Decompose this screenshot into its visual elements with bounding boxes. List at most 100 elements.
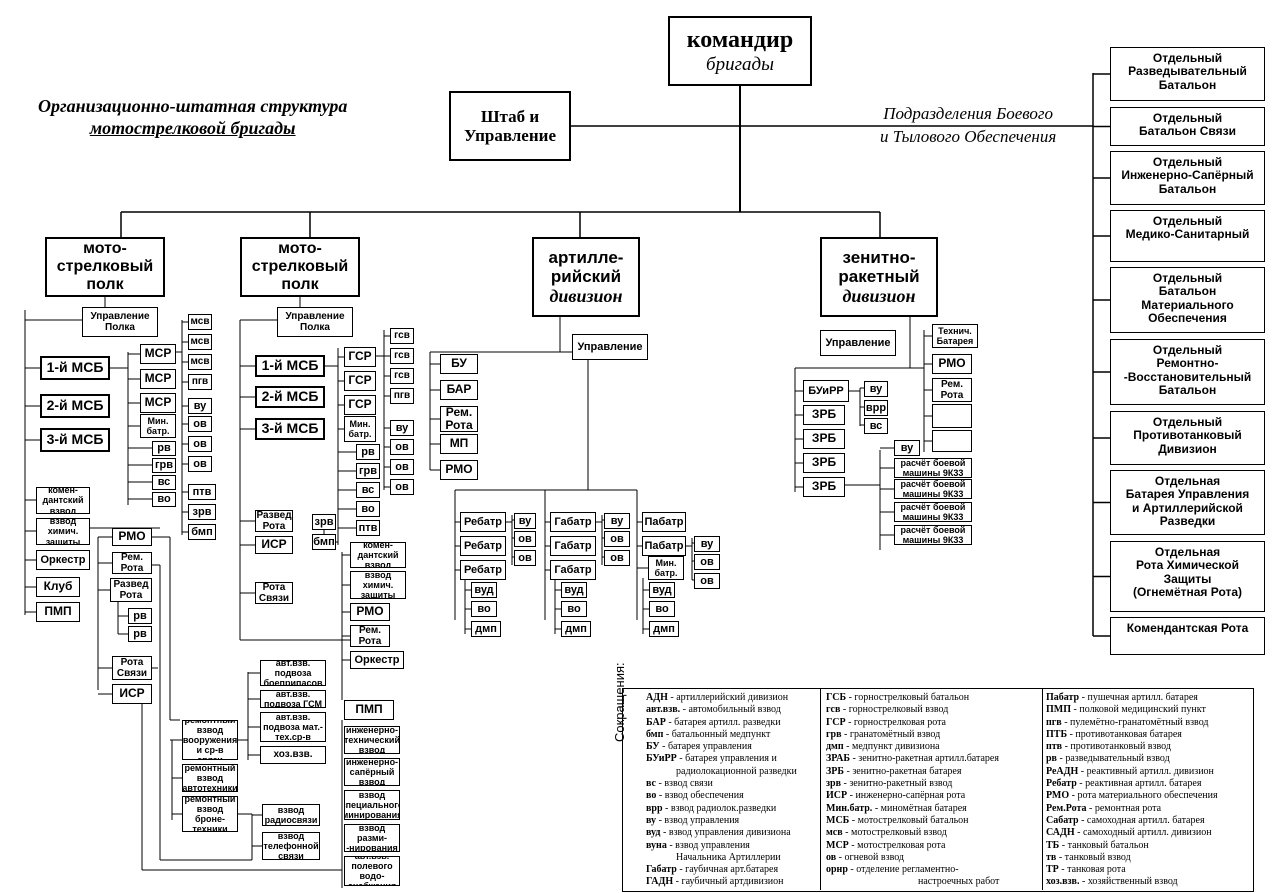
legend-meaning: самоходная артилл. батарея bbox=[1086, 814, 1205, 826]
gun-battery-2: Пабатр bbox=[642, 536, 686, 556]
legend-entry: БУ - батарея управления bbox=[646, 741, 752, 753]
legend-entry: Пабатр - пушечная артилл. батарея bbox=[1046, 692, 1198, 703]
legend-entry: радиолокационной разведки bbox=[646, 766, 797, 778]
legend-abbr: грв bbox=[826, 728, 842, 740]
artillery-rocket-aid-post: дмп bbox=[471, 621, 501, 637]
regiment-a-management: Управление Полка bbox=[82, 307, 158, 337]
regiment-b-recon-company: Развед Рота bbox=[255, 510, 293, 532]
legend-meaning: взвод обеспечения bbox=[664, 790, 744, 802]
artillery-management: Управление bbox=[572, 334, 648, 360]
regiment-b-chem-platoon: взвод химич. защиты bbox=[350, 571, 406, 599]
regiment-b-fire-platoon-4: ов bbox=[390, 479, 414, 495]
regiment-b-platoon-4: пгв bbox=[390, 388, 414, 404]
legend-abbr: Габатр bbox=[646, 864, 677, 876]
regiment-b-mortar-battery: Мин. батр. bbox=[344, 416, 376, 442]
hq-box: Штаб и Управление bbox=[449, 91, 571, 161]
separate-unit-5: Отдельный Батальон Материального Обеспеч… bbox=[1110, 267, 1265, 333]
legend-abbr: МСБ bbox=[826, 814, 850, 826]
regiment-b-aid-post: бмп bbox=[312, 534, 336, 550]
legend-entry: Мин.батр. - миномётная батарея bbox=[826, 802, 967, 814]
regiment-a-signal-platoon: вс bbox=[152, 475, 176, 490]
engineer-tech-platoon: инженерно- технический взвод bbox=[344, 726, 400, 754]
regiment-a-recon-platoon: рв bbox=[152, 441, 176, 456]
legend-meaning: инженерно-сапёрная рота bbox=[855, 790, 966, 802]
aa-battery-4: ЗРБ bbox=[803, 477, 845, 497]
legend-abbr: вуд bbox=[646, 827, 661, 839]
commander-subtitle: бригады bbox=[706, 53, 774, 75]
legend-entry: САДН - самоходный артилл. дивизион bbox=[1046, 827, 1212, 839]
regiment-a-fire-platoon-2: ов bbox=[188, 416, 212, 432]
transport-platoon-materiel: авт.взв. подвоза мат.-тех.ср-в bbox=[260, 712, 326, 742]
diagram-title: Организационно-штатная структура мотостр… bbox=[38, 95, 347, 139]
howitzer-battery-2: Габатр bbox=[550, 536, 596, 556]
artillery-howitzer-support-platoon: во bbox=[561, 601, 587, 617]
legend-abbr: бмп bbox=[646, 728, 664, 740]
legend-abbr: врр bbox=[646, 802, 663, 814]
aa-battery-control-platoon: ву bbox=[894, 440, 920, 456]
legend-meaning: горнострелковый взвод bbox=[848, 704, 949, 716]
regiment-a-recon-platoon-3: рв bbox=[128, 626, 152, 642]
regiment-b-fire-platoon-2: ов bbox=[390, 439, 414, 455]
artillery-howitzer-aid-post: дмп bbox=[561, 621, 591, 637]
gun-battery-1: Пабатр bbox=[642, 512, 686, 532]
legend-meaning: гаубичный артдивизион bbox=[681, 876, 784, 888]
legend-abbr: ГСБ bbox=[826, 692, 847, 703]
regiment-a-fire-platoon-1: ву bbox=[188, 398, 212, 414]
legend-abbr: Сабатр bbox=[1046, 814, 1079, 826]
legend-abbr: БАР bbox=[646, 716, 666, 728]
artillery-howitzer-control-platoon: вуд bbox=[561, 582, 587, 598]
legend-meaning: отделение регламентно- bbox=[856, 864, 959, 876]
legend-entry: рв - разведывательный взвод bbox=[1046, 753, 1170, 765]
rocket-platoon-1: ву bbox=[514, 513, 536, 529]
legend-entry: птв - противотанковый взвод bbox=[1046, 741, 1171, 753]
regiment-a-grenade-platoon: грв bbox=[152, 458, 176, 473]
legend-entry: РеАДН - реактивный артилл. дивизион bbox=[1046, 765, 1214, 777]
legend-meaning: противотанковый взвод bbox=[1070, 741, 1171, 753]
aa-management: Управление bbox=[820, 330, 896, 356]
legend-abbr: РМО bbox=[1046, 790, 1070, 802]
legend-abbr: МСР bbox=[826, 839, 849, 851]
legend-meaning: зенитно-ракетная батарея bbox=[852, 765, 962, 777]
regiment-a-engineer-company: ИСР bbox=[112, 684, 152, 704]
regiment-b-repair-company: Рем. Рота bbox=[350, 625, 390, 647]
aa-battery-2: ЗРБ bbox=[803, 429, 845, 449]
legend-entry: МСБ - мотострелковый батальон bbox=[826, 814, 969, 826]
legend-meaning: реактивный артилл. дивизион bbox=[1086, 765, 1214, 777]
legend-meaning: танковый батальон bbox=[1067, 839, 1149, 851]
legend-entry: Габатр - гаубичная арт.батарея bbox=[646, 864, 779, 876]
legend-abbr: во bbox=[646, 790, 657, 802]
legend-entry: грв - гранатомётный взвод bbox=[826, 728, 941, 740]
legend-meaning: зенитно-ракетный взвод bbox=[849, 778, 953, 790]
legend-abbr: ПТБ bbox=[1046, 728, 1068, 740]
legend-abbr: дмп bbox=[826, 741, 844, 753]
legend-meaning: батарея артилл. разведки bbox=[674, 716, 781, 728]
legend-abbr: ву bbox=[646, 814, 657, 826]
engineer-sapper-platoon: инженерно- сапёрный взвод bbox=[344, 758, 400, 786]
legend-meaning: мотострелковая рота bbox=[857, 839, 946, 851]
regiment-b-grenade-platoon: грв bbox=[356, 463, 380, 479]
repair-platoon-auto: ремонтный взвод автотехники bbox=[182, 764, 238, 792]
regiment-b-company-2: ГСР bbox=[344, 371, 376, 391]
regiment-a-support-platoon: во bbox=[152, 492, 176, 507]
rocket-battery-3: Ребатр bbox=[460, 560, 506, 580]
legend-meaning: настроечных работ bbox=[918, 876, 1000, 888]
regiment-b-management: Управление Полка bbox=[277, 307, 353, 337]
regiment-b-platoon-1: гсв bbox=[390, 328, 414, 344]
legend-entry: вс - взвод связи bbox=[646, 778, 713, 790]
legend-abbr: Пабатр bbox=[1046, 692, 1080, 703]
household-platoon: хоз.взв. bbox=[260, 746, 326, 764]
legend-entry: АДН - артиллерийский дивизион bbox=[646, 692, 789, 703]
legend-meaning: автомобильный взвод bbox=[688, 704, 781, 716]
artillery-gun-control-platoon: вуд bbox=[649, 582, 675, 598]
rocket-battery-2: Ребатр bbox=[460, 536, 506, 556]
regiment-a-fire-platoon-4: ов bbox=[188, 456, 212, 472]
legend-meaning: батарея управления и bbox=[685, 753, 777, 765]
technical-battery: Технич. Батарея bbox=[932, 324, 978, 348]
legend-meaning: взвод управления bbox=[664, 814, 740, 826]
separate-unit-6: Отдельный Ремонтно- -Восстановительный Б… bbox=[1110, 339, 1265, 405]
separate-unit-10: Комендантская Рота bbox=[1110, 617, 1265, 655]
support-label-line-1: Подразделения Боевого bbox=[883, 104, 1054, 123]
legend-entry: ов - огневой взвод bbox=[826, 851, 905, 863]
legend-entry: ПМП - полковой медицинский пункт bbox=[1046, 704, 1206, 716]
legend-meaning: самоходный артилл. дивизион bbox=[1082, 827, 1212, 839]
